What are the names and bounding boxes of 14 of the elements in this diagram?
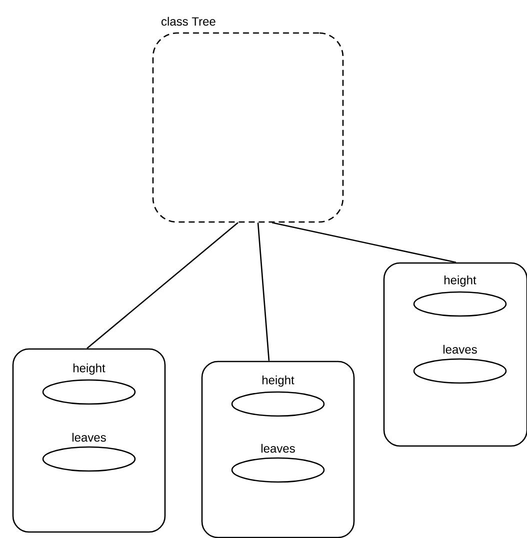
node-label: height bbox=[444, 276, 476, 287]
connector-line bbox=[272, 222, 456, 263]
object-box bbox=[201, 360, 355, 538]
node-label: height bbox=[262, 376, 294, 387]
node-label: class Tree bbox=[162, 16, 216, 26]
object-box bbox=[12, 348, 166, 533]
node-label: height bbox=[73, 364, 106, 375]
node-label: leaves bbox=[261, 444, 295, 453]
node-label: leaves bbox=[72, 432, 106, 442]
object-box bbox=[383, 262, 527, 447]
connector-line bbox=[86, 222, 238, 349]
node-label: leaves bbox=[443, 344, 477, 354]
class-box: class Tree bbox=[152, 16, 344, 223]
connector-line bbox=[257, 222, 270, 361]
